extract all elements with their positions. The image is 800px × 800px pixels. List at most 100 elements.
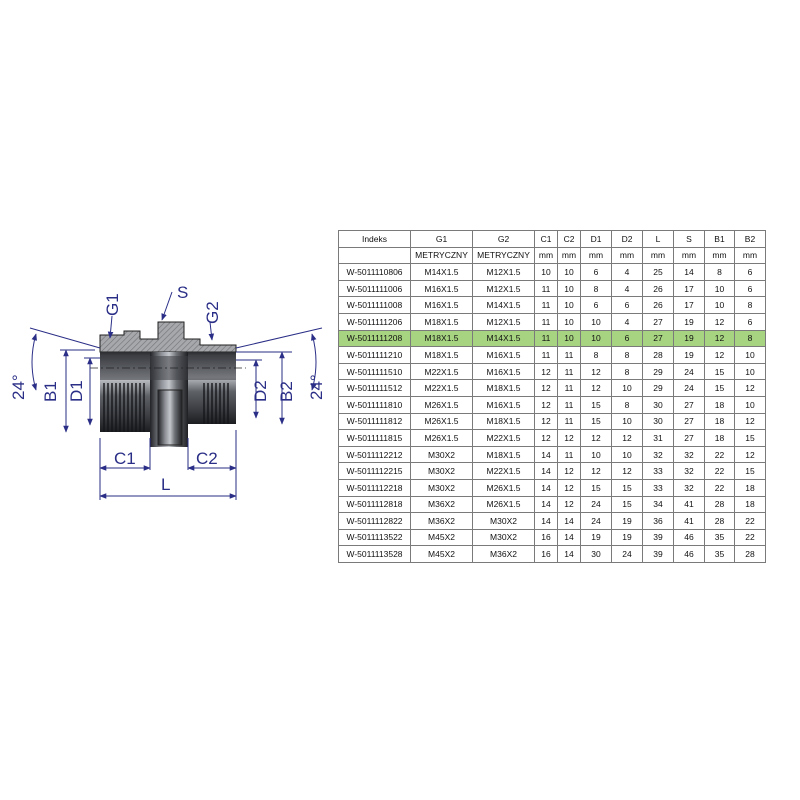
- table-cell: 24: [673, 362, 705, 381]
- table-cell: 35: [704, 545, 735, 563]
- table-cell: 12: [557, 429, 581, 447]
- table-cell: M12X1.5: [472, 263, 535, 281]
- table-cell: 15: [704, 362, 735, 381]
- table-cell: W-5011111006: [338, 279, 411, 298]
- table-cell: 11: [557, 445, 581, 464]
- table-cell: 19: [673, 329, 705, 348]
- table-cell: M36X2: [472, 545, 535, 563]
- table-cell: 11: [534, 346, 558, 364]
- table-cell: 19: [611, 528, 643, 547]
- table-cell: 4: [611, 279, 643, 298]
- table-cell: 8: [580, 279, 612, 298]
- table-cell: 29: [642, 362, 674, 381]
- table-cell: 29: [642, 379, 674, 397]
- table-cell: 10: [557, 312, 581, 331]
- table-cell: 28: [704, 495, 735, 514]
- table-cell: 8: [580, 346, 612, 364]
- table-cell: 46: [673, 545, 705, 563]
- unit-cell: METRYCZNY: [410, 246, 473, 265]
- table-cell: M22X1.5: [410, 379, 473, 397]
- table-cell: 11: [557, 362, 581, 381]
- fitting-drawing: G1 S G2 B1 D1 D2 B2 C1 C2 L 24° 24°: [9, 283, 326, 500]
- table-cell: M16X1.5: [472, 362, 535, 381]
- table-cell: 6: [734, 312, 766, 331]
- table-cell: 6: [734, 279, 766, 298]
- table-cell: 22: [734, 528, 766, 547]
- table-cell: 19: [611, 512, 643, 530]
- table-cell: 27: [673, 412, 705, 431]
- unit-cell: mm: [704, 246, 735, 265]
- table-cell: 26: [642, 279, 674, 298]
- table-cell: 34: [642, 495, 674, 514]
- label-c1: C1: [114, 449, 136, 468]
- table-cell: 18: [704, 412, 735, 431]
- table-cell: 22: [704, 462, 735, 480]
- table-cell: 10: [611, 445, 643, 464]
- table-cell: 15: [611, 478, 643, 497]
- table-cell: M18X1.5: [472, 412, 535, 431]
- label-d2: D2: [251, 380, 270, 402]
- table-cell: M12X1.5: [472, 312, 535, 331]
- table-cell: 12: [534, 379, 558, 397]
- table-cell: 12: [580, 462, 612, 480]
- table-cell: 11: [557, 379, 581, 397]
- table-cell: 4: [611, 312, 643, 331]
- unit-cell: [338, 246, 411, 265]
- table-cell: 12: [534, 412, 558, 431]
- table-cell: W-5011111206: [338, 312, 411, 331]
- header-cell: C2: [557, 230, 581, 248]
- unit-cell: mm: [534, 246, 558, 265]
- table-cell: W-5011111510: [338, 362, 411, 381]
- table-cell: M22X1.5: [472, 462, 535, 480]
- table-cell: M14X1.5: [410, 263, 473, 281]
- table-cell: 41: [673, 512, 705, 530]
- table-cell: M22X1.5: [410, 362, 473, 381]
- table-cell: W-5011111512: [338, 379, 411, 397]
- table-cell: 32: [673, 478, 705, 497]
- header-cell: G1: [410, 230, 473, 248]
- table-cell: 11: [534, 279, 558, 298]
- table-cell: 22: [734, 512, 766, 530]
- table-cell: 8: [611, 362, 643, 381]
- table-cell: 10: [704, 279, 735, 298]
- table-cell: 11: [534, 329, 558, 348]
- table-cell: 14: [557, 545, 581, 563]
- label-d1: D1: [67, 380, 86, 402]
- table-cell: 27: [642, 329, 674, 348]
- table-cell: M30X2: [472, 528, 535, 547]
- table-cell: 8: [734, 296, 766, 314]
- table-cell: M18X1.5: [472, 379, 535, 397]
- table-cell: M18X1.5: [410, 346, 473, 364]
- table-cell: 22: [704, 478, 735, 497]
- table-cell: 27: [673, 429, 705, 447]
- table-cell: 6: [611, 329, 643, 348]
- table-cell: M26X1.5: [472, 478, 535, 497]
- table-cell: M30X2: [410, 462, 473, 480]
- g2-thread-lines: [203, 383, 229, 424]
- table-cell: M30X2: [410, 445, 473, 464]
- table-cell: 17: [673, 296, 705, 314]
- table-cell: 8: [611, 346, 643, 364]
- table-cell: 39: [642, 528, 674, 547]
- table-cell: 15: [611, 495, 643, 514]
- table-cell: 10: [580, 312, 612, 331]
- table-cell: W-5011111810: [338, 395, 411, 414]
- table-cell: M36X2: [410, 512, 473, 530]
- header-cell: S: [673, 230, 705, 248]
- table-cell: 15: [734, 462, 766, 480]
- table-cell: 11: [557, 395, 581, 414]
- label-b2: B2: [277, 381, 296, 402]
- table-cell: M30X2: [410, 478, 473, 497]
- table-cell: 10: [580, 445, 612, 464]
- table-cell: 8: [734, 329, 766, 348]
- bore: [100, 356, 236, 380]
- unit-cell: mm: [673, 246, 705, 265]
- table-cell: 12: [557, 478, 581, 497]
- table-cell: 17: [673, 279, 705, 298]
